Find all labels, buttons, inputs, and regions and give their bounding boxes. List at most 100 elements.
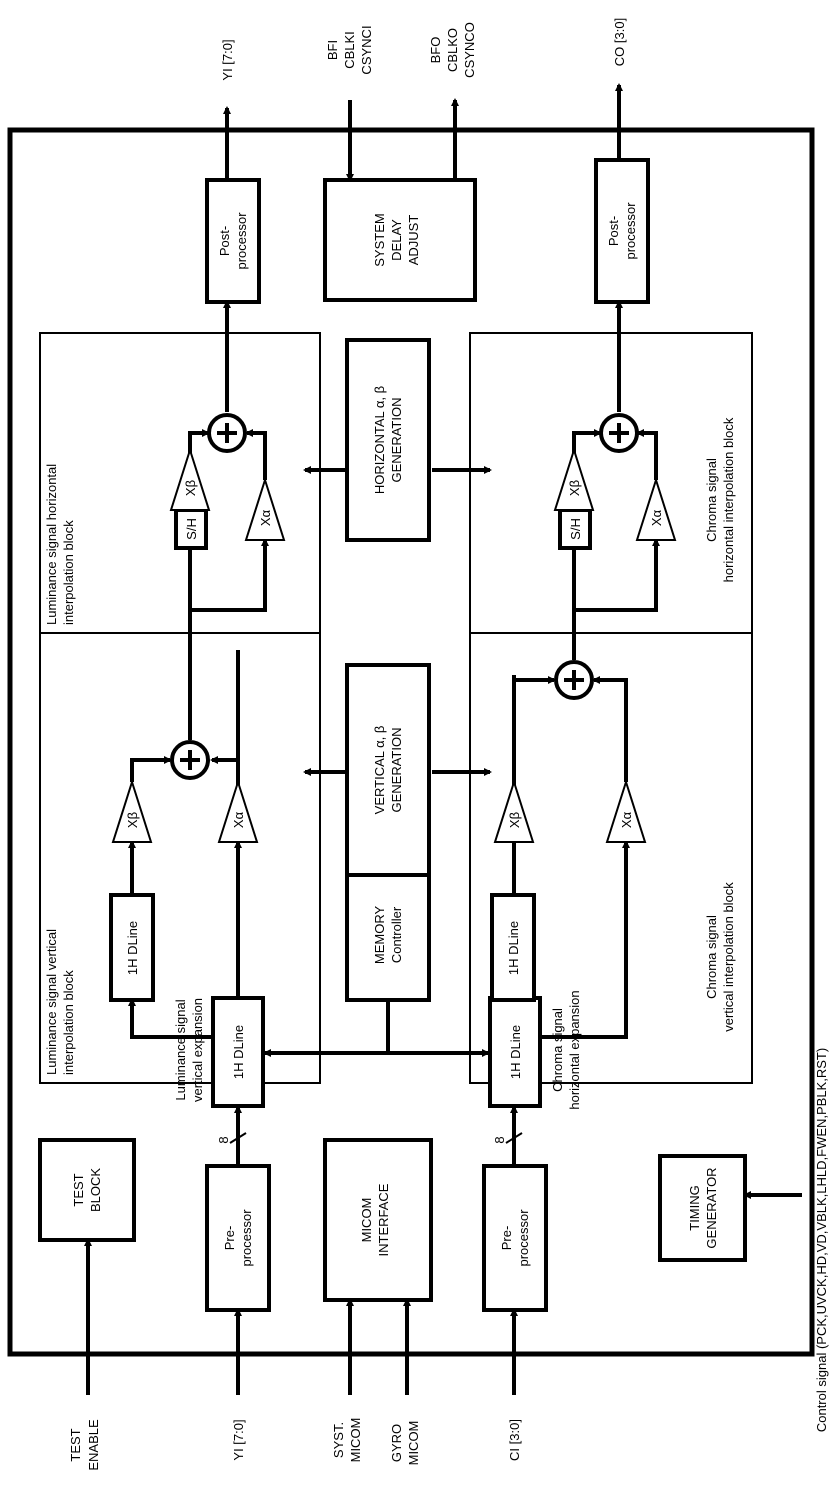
y-v-adder <box>170 740 210 780</box>
vertical-gen-label-2: GENERATION <box>389 728 404 813</box>
chroma-horizontal-block-label-2: horizontal interpolation block <box>721 417 736 582</box>
wire-c-to-hxa <box>574 538 660 612</box>
c-h-mult-beta <box>553 446 595 511</box>
micom-interface-label-1: MICOM <box>359 1198 374 1243</box>
pin-sync-in-2: CBLKI <box>342 31 357 69</box>
pin-ci-in: CI [3:0] <box>507 1419 522 1461</box>
c-h-mult-alpha-label: Xα <box>649 509 664 526</box>
bus-slash-c <box>505 1132 523 1144</box>
y-sample-hold-label: S/H <box>184 518 199 540</box>
lum-vertical-block-label-1: Luminance signal vertical <box>44 929 59 1075</box>
pin-sync-in-1: BFI <box>325 40 340 60</box>
wire-c-hxa-to-sum <box>636 429 658 480</box>
c-vert-dline <box>490 893 536 1002</box>
lum-vertical-expansion-2: vertical expansion <box>190 998 205 1102</box>
bus-width-y: 8 <box>216 1136 231 1143</box>
y-v-mult-alpha <box>217 778 259 843</box>
wire-y-hxb-to-sum <box>188 429 210 450</box>
system-delay-label-2: DELAY <box>389 219 404 261</box>
wire-c-hxb-to-sum <box>572 429 602 450</box>
timing-generator-label-2: GENERATOR <box>704 1167 719 1248</box>
c-preprocessor-label-2: processor <box>516 1209 531 1267</box>
y-h-mult-alpha <box>244 476 286 541</box>
c-sample-hold-label: S/H <box>568 518 583 540</box>
micom-interface-label-2: INTERFACE <box>376 1183 391 1256</box>
chip-outline <box>7 127 815 1357</box>
vertical-gen <box>345 663 431 877</box>
micom-interface <box>323 1138 433 1302</box>
y-h-mult-alpha-label: Xα <box>258 509 273 526</box>
test-block <box>38 1138 136 1242</box>
pin-sync-in-3: CSYNCI <box>359 25 374 74</box>
wire-y-xb-to-sum <box>130 756 172 782</box>
horizontal-gen-label-1: HORIZONTAL α, β <box>372 386 387 494</box>
system-delay-label-3: ADJUST <box>406 215 421 266</box>
lum-horizontal-block-label-2: interpolation block <box>61 520 76 625</box>
pin-control-signal: Control signal (PCK,UVCK,HD,VD,VBLK,LHLD… <box>814 1048 829 1432</box>
y-preprocessor-label-2: processor <box>239 1209 254 1267</box>
timing-generator <box>658 1154 747 1262</box>
wire-y-hxa-to-sum <box>245 429 267 480</box>
pin-gyro-micom-2: MICOM <box>406 1421 421 1466</box>
bus-slash-y <box>229 1132 247 1144</box>
wire-y-to-hxa <box>190 538 269 612</box>
c-expansion-dline <box>488 996 542 1108</box>
y-preprocessor-label-1: Pre- <box>222 1226 237 1251</box>
c-v-mult-beta <box>493 778 535 843</box>
y-expansion-dline <box>211 996 265 1108</box>
test-block-label-2: BLOCK <box>88 1168 103 1212</box>
c-v-adder <box>554 660 594 700</box>
c-preprocessor <box>482 1164 548 1312</box>
memory-controller <box>345 868 431 1002</box>
c-h-adder <box>599 413 639 453</box>
y-v-mult-beta-label: Xβ <box>125 812 140 828</box>
wire-c-to-xa <box>514 840 630 1039</box>
c-h-mult-alpha <box>635 476 677 541</box>
y-preprocessor <box>205 1164 271 1312</box>
wire-y-xa-to-sum <box>210 756 240 782</box>
pin-sync-out-3: CSYNCO <box>462 22 477 78</box>
pin-sync-out-2: CBLKO <box>445 28 460 72</box>
wire-c-xa-to-sum <box>592 676 628 782</box>
y-h-mult-beta-label: Xβ <box>183 480 198 496</box>
y-expansion-dline-label: 1H DLine <box>231 1025 246 1079</box>
system-delay-adjust <box>323 178 477 302</box>
c-v-mult-alpha <box>605 778 647 843</box>
y-postprocessor-label-2: processor <box>234 212 249 270</box>
c-expansion-dline-label: 1H DLine <box>508 1025 523 1079</box>
pin-yi-out: YI [7:0] <box>220 39 235 80</box>
system-delay-label-1: SYSTEM <box>372 213 387 266</box>
vertical-gen-label-1: VERTICAL α, β <box>372 726 387 815</box>
y-vert-dline-label: 1H DLine <box>125 921 140 975</box>
c-postprocessor-label-1: Post- <box>606 216 621 246</box>
y-postprocessor <box>205 178 261 304</box>
y-v-mult-alpha-label: Xα <box>231 811 246 828</box>
pin-test-enable-1: TEST <box>68 1428 83 1461</box>
y-v-mult-beta <box>111 778 153 843</box>
chroma-vertical-block-label-2: vertical interpolation block <box>721 882 736 1032</box>
memory-controller-label-1: MEMORY <box>372 906 387 965</box>
pin-syst-micom-1: SYST. <box>331 1422 346 1458</box>
pin-syst-micom-2: MICOM <box>348 1418 363 1463</box>
lum-vertical-block-label-2: interpolation block <box>61 970 76 1075</box>
pin-test-enable-2: ENABLE <box>86 1419 101 1471</box>
memory-controller-label-2: Controller <box>389 906 404 963</box>
c-h-mult-beta-label: Xβ <box>567 480 582 496</box>
pin-co-out: CO [3:0] <box>612 18 627 66</box>
lum-vertical-expansion-1: Luminance signal <box>173 999 188 1100</box>
horizontal-gen <box>345 338 431 542</box>
test-block-label-1: TEST <box>71 1173 86 1206</box>
c-preprocessor-label-1: Pre- <box>499 1226 514 1251</box>
c-postprocessor-label-2: processor <box>623 202 638 260</box>
bus-width-c: 8 <box>492 1136 507 1143</box>
y-h-adder <box>207 413 247 453</box>
y-h-mult-beta <box>169 446 211 511</box>
pin-gyro-micom-1: GYRO <box>389 1424 404 1462</box>
chroma-horizontal-expansion-1: Chroma signal <box>550 1008 565 1092</box>
c-postprocessor <box>594 158 650 304</box>
y-vert-dline <box>109 893 155 1002</box>
c-vert-dline-label: 1H DLine <box>506 921 521 975</box>
horizontal-gen-label-2: GENERATION <box>389 398 404 483</box>
timing-generator-label-1: TIMING <box>687 1185 702 1231</box>
